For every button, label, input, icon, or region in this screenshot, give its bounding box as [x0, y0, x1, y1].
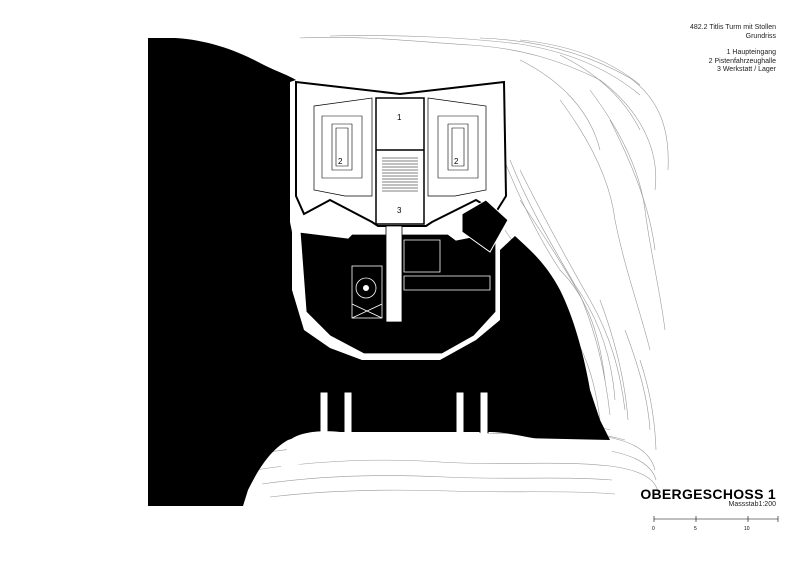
drawing-type: Grundriss	[745, 32, 776, 40]
scale-bar: 0 5 10	[652, 516, 779, 532]
hall-left-outline	[313, 97, 373, 197]
room-label-3: 3	[397, 206, 402, 215]
scale-label: Massstab1:200	[728, 501, 776, 508]
hall-right-outline	[427, 97, 487, 197]
spiral-stair	[351, 265, 383, 319]
legend: 482.2 Titlis Turm mit Stollen Grundriss …	[690, 24, 776, 75]
legend-item-1: 1 Haupteingang	[726, 49, 776, 57]
room-label-1: 1	[397, 113, 402, 122]
annex-right	[461, 199, 509, 253]
scale-tick-10: 10	[744, 526, 750, 532]
stair-treads	[382, 157, 418, 192]
room-label-2-right: 2	[454, 157, 459, 166]
corridor	[385, 225, 403, 323]
terrain-cut	[280, 431, 612, 470]
workshop-room	[403, 239, 491, 291]
legend-item-2: 2 Pistenfahrzeughalle	[708, 57, 776, 65]
scale-tick-5: 5	[694, 526, 697, 532]
vehicle-right	[437, 115, 479, 179]
vehicle-left	[321, 115, 363, 179]
floor-title: OBERGESCHOSS 1	[640, 486, 776, 502]
scale-tick-0: 0	[652, 526, 655, 532]
room-label-2-left: 2	[338, 157, 343, 166]
project-title: 482.2 Titlis Turm mit Stollen	[690, 24, 776, 31]
legend-item-3: 3 Werkstatt / Lager	[716, 66, 776, 74]
rock-mass	[148, 38, 610, 506]
